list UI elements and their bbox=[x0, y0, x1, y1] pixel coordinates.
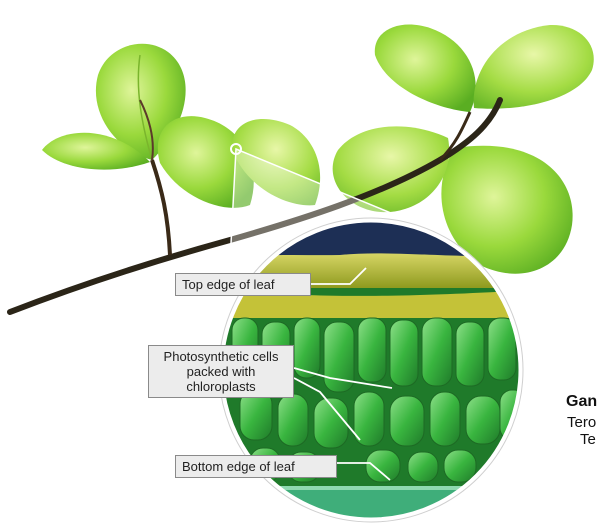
label-top-edge: Top edge of leaf bbox=[175, 273, 311, 296]
leaf bbox=[474, 25, 594, 109]
caption-line-2: Tero bbox=[567, 414, 596, 431]
caption-heading: Gan bbox=[566, 393, 597, 411]
label-photosynthetic-cells: Photosynthetic cells packed with chlorop… bbox=[148, 345, 294, 398]
caption-line-3: Te bbox=[580, 431, 596, 448]
label-bottom-edge: Bottom edge of leaf bbox=[175, 455, 337, 478]
leaf bbox=[375, 24, 476, 112]
